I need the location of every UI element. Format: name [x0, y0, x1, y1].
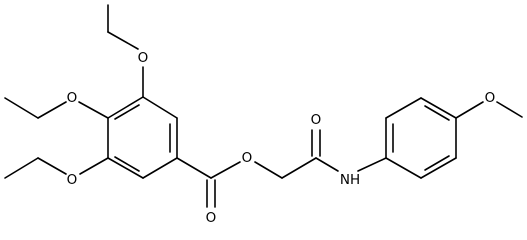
right-benzene-ring	[385, 97, 457, 179]
carbonyl-oxygen-label: O	[311, 112, 322, 128]
oxygen-label: O	[67, 172, 78, 188]
bond	[281, 157, 317, 179]
carbonyl-oxygen-label: O	[206, 210, 217, 226]
bond	[420, 157, 457, 179]
bond	[37, 101, 67, 119]
double-bond-inner	[424, 155, 450, 171]
bond	[420, 97, 457, 119]
oxygen-label: O	[138, 50, 149, 66]
bond	[142, 96, 178, 119]
bond	[357, 157, 387, 172]
amide-group: O NH	[281, 112, 387, 188]
bond	[79, 157, 109, 175]
bond	[107, 157, 144, 179]
bond	[78, 101, 109, 119]
bond	[385, 97, 422, 119]
double-bond-inner	[114, 156, 140, 172]
bond	[107, 96, 144, 119]
bond	[385, 157, 422, 179]
ester-oxygen-label: O	[242, 150, 253, 166]
ethoxy-top: O	[107, 4, 149, 98]
bond	[4, 97, 39, 119]
double-bond-inner	[424, 105, 450, 121]
ester-group: O O	[176, 150, 283, 226]
methoxy-oxygen-label: O	[485, 90, 496, 106]
oxygen-label: O	[67, 90, 78, 106]
bond	[142, 157, 178, 179]
bond	[210, 161, 241, 179]
bond	[176, 157, 212, 179]
methoxy-group: O	[455, 90, 523, 119]
structure-canvas: O O O O O O NH	[4, 4, 523, 226]
bond	[37, 157, 67, 175]
ethoxy-middle: O	[4, 90, 109, 119]
bond	[455, 101, 484, 119]
bond	[107, 31, 139, 50]
left-benzene-ring	[107, 96, 178, 179]
ethoxy-bottom: O	[4, 157, 109, 188]
bond	[496, 101, 523, 118]
molecule-structure: O O O O O O NH	[4, 4, 523, 226]
nh-label: NH	[340, 172, 360, 188]
bond	[4, 157, 39, 179]
double-bond-inner	[114, 104, 140, 120]
bond	[254, 161, 283, 179]
bond	[315, 157, 339, 172]
